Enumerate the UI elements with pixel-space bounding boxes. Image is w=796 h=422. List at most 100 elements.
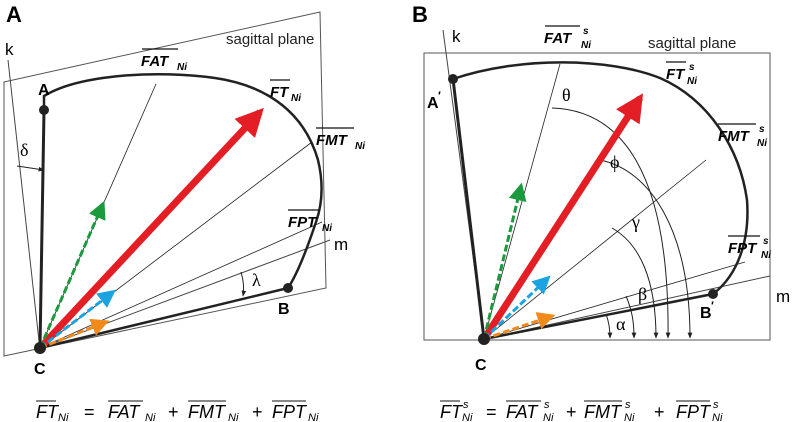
sagittal-plane-label-b: sagittal plane	[648, 35, 736, 52]
segment-cb-a	[39, 286, 289, 350]
point-b-prime-dot	[708, 289, 718, 299]
delta-arc-a	[16, 165, 45, 172]
beta-arc	[625, 295, 637, 339]
svg-text:FAT: FAT	[506, 402, 539, 422]
svg-text:A: A	[427, 95, 439, 112]
point-c-label: C	[34, 361, 46, 378]
svg-text:B: B	[700, 305, 712, 322]
panel-a: A sagittal plane k m δ λ A	[3, 2, 365, 422]
angle-alpha: α	[616, 314, 626, 334]
angle-lambda: λ	[252, 270, 261, 290]
svg-text:Ni: Ni	[58, 412, 69, 422]
svg-text:+: +	[566, 402, 577, 422]
angle-gamma: γ	[631, 212, 640, 232]
svg-text:FMT: FMT	[188, 402, 227, 422]
sagittal-plane-a	[3, 11, 327, 357]
svg-text:FPT: FPT	[288, 214, 318, 231]
svg-text:=: =	[84, 402, 95, 422]
fpt-label-b: FPT s Ni	[728, 235, 771, 261]
point-c-dot-b	[478, 333, 490, 345]
svg-text:Ni: Ni	[308, 412, 319, 422]
svg-text:Ni: Ni	[355, 141, 365, 152]
svg-text:FPT: FPT	[728, 240, 758, 257]
point-c-dot	[34, 342, 46, 354]
sagittal-plane-b	[423, 52, 771, 341]
svg-text:FT: FT	[666, 66, 686, 83]
point-c-label-b: C	[475, 357, 487, 374]
force-boundary-curve-a	[42, 72, 323, 289]
svg-text:Ni: Ni	[145, 412, 156, 422]
svg-text:s: s	[713, 399, 719, 411]
k-axis-label-b: k	[452, 27, 461, 46]
angle-theta: θ	[562, 85, 571, 105]
angle-beta: β	[638, 284, 647, 304]
point-a-label: A	[38, 82, 50, 99]
fmt-line-b	[483, 159, 707, 340]
point-a-prime-label: A ′	[427, 89, 441, 112]
fpt-line-b	[483, 261, 746, 340]
ft-vector-b	[481, 93, 644, 341]
fpt-vector-b	[483, 312, 556, 341]
svg-text:s: s	[583, 26, 589, 37]
svg-text:s: s	[463, 399, 469, 411]
svg-text:Ni: Ni	[543, 412, 554, 422]
panel-b: B sagittal plane k m θ ϕ γ β α	[412, 2, 790, 422]
svg-text:s: s	[689, 62, 695, 73]
svg-text:FMT: FMT	[584, 402, 623, 422]
fpt-line-a	[39, 221, 323, 349]
svg-text:Ni: Ni	[761, 250, 771, 261]
sagittal-plane-label-a: sagittal plane	[226, 31, 314, 48]
force-boundary-curve-b	[452, 61, 749, 295]
phi-arc	[599, 159, 693, 339]
svg-text:Ni: Ni	[687, 76, 697, 87]
svg-text:+: +	[654, 402, 665, 422]
fpt-label-a: FPT Ni	[288, 209, 332, 234]
svg-text:s: s	[625, 399, 631, 411]
panel-a-label: A	[6, 2, 22, 27]
fmt-vector-a	[39, 289, 116, 350]
svg-text:+: +	[252, 402, 263, 422]
svg-text:Ni: Ni	[712, 412, 723, 422]
fat-label-a: FAT Ni	[141, 48, 187, 73]
svg-text:FAT: FAT	[141, 53, 170, 70]
m-axis-label-a: m	[334, 235, 348, 254]
fmt-vector-b	[482, 275, 551, 341]
alpha-arc	[605, 313, 613, 339]
svg-text:FPT: FPT	[676, 402, 712, 422]
svg-text:Ni: Ni	[581, 40, 591, 51]
point-b-dot	[283, 283, 293, 293]
ft-label-b: FT s Ni	[666, 61, 697, 87]
k-axis-label-a: k	[5, 40, 14, 59]
svg-text:Ni: Ni	[624, 412, 635, 422]
point-a-dot	[39, 105, 49, 115]
svg-text:′: ′	[711, 299, 714, 313]
segment-ca-b	[451, 78, 486, 340]
svg-text:FPT: FPT	[272, 402, 308, 422]
svg-text:′: ′	[438, 89, 441, 103]
fpt-vector-a	[39, 318, 110, 350]
svg-text:Ni: Ni	[291, 93, 301, 104]
angle-phi: ϕ	[610, 152, 619, 172]
m-axis-label-b: m	[776, 287, 790, 306]
svg-text:Ni: Ni	[177, 62, 187, 73]
svg-text:Ni: Ni	[462, 412, 473, 422]
fmt-label-a: FMT Ni	[316, 127, 365, 152]
fat-label-b: FAT s Ni	[544, 25, 591, 51]
theta-arc	[551, 107, 671, 339]
svg-text:Ni: Ni	[322, 223, 332, 234]
segment-cb-b	[483, 292, 714, 341]
angle-delta: δ	[20, 140, 28, 160]
svg-text:s: s	[763, 236, 769, 247]
svg-text:FT: FT	[440, 402, 464, 422]
ft-vector-a	[37, 107, 264, 351]
equation-a: FT Ni = FAT Ni + FMT Ni + FPT Ni	[36, 400, 319, 422]
panel-b-label: B	[412, 2, 428, 27]
fat-vector-b	[482, 182, 527, 340]
fmt-label-b: FMT s Ni	[718, 123, 767, 149]
svg-text:FMT: FMT	[718, 128, 751, 145]
svg-text:s: s	[544, 399, 550, 411]
svg-text:FMT: FMT	[316, 132, 349, 149]
k-axis-a	[7, 59, 41, 351]
lambda-arc-a	[240, 271, 247, 297]
